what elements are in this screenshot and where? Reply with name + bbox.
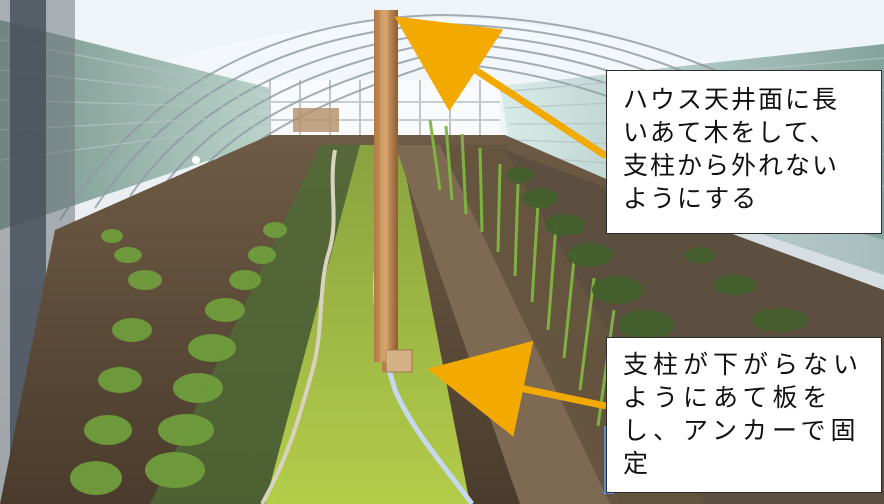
top-callout: ハウス天井面に長 いあて木をして、 支柱から外れない ようにする	[606, 70, 882, 234]
bottom-callout: 支柱が下がらない ようにあて板を し、アンカーで固 定	[606, 337, 882, 493]
